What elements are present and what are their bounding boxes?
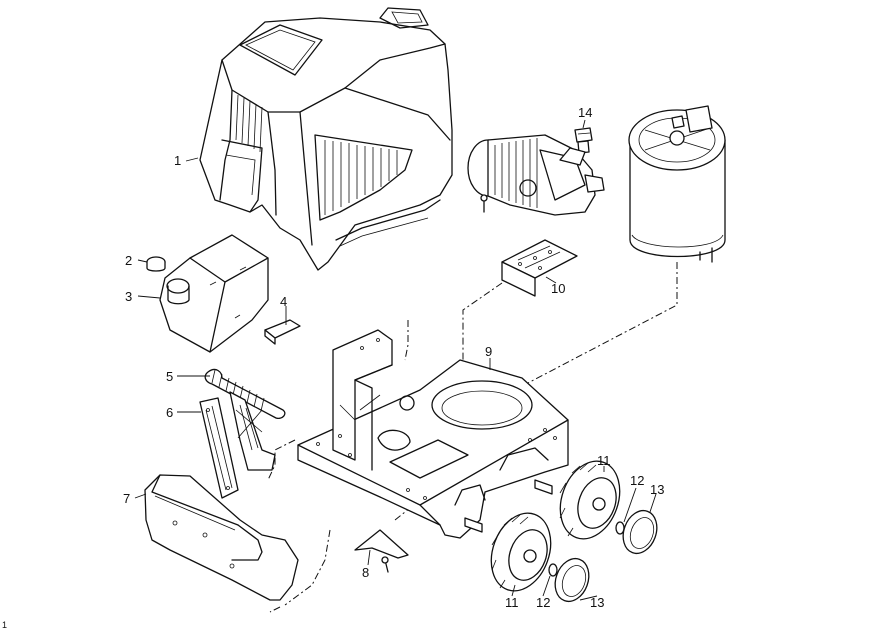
callout-6: 6 bbox=[166, 405, 173, 420]
part-12-washer-rear bbox=[615, 521, 625, 535]
callout-9: 9 bbox=[485, 344, 492, 359]
part-14-valve-fitting bbox=[574, 127, 593, 154]
part-5-handle bbox=[204, 368, 286, 471]
part-9-base-frame bbox=[297, 329, 569, 539]
callout-11-rear-wheel: 11 bbox=[597, 453, 611, 468]
part-10-bracket bbox=[501, 239, 578, 297]
part-11-wheel-front bbox=[490, 512, 552, 592]
part-2-cap bbox=[146, 256, 166, 272]
callout-2: 2 bbox=[125, 253, 132, 268]
callout-11-front-wheel: 11 bbox=[505, 595, 519, 610]
part-11-wheel-rear bbox=[559, 460, 621, 540]
callout-8: 8 bbox=[362, 565, 369, 580]
callout-7: 7 bbox=[123, 491, 130, 506]
callout-14: 14 bbox=[578, 105, 592, 120]
part-7-bottom-tray bbox=[144, 474, 299, 601]
part-4-small-bracket bbox=[264, 319, 301, 345]
part-12-washer-front bbox=[548, 563, 558, 577]
part-pump-motor bbox=[467, 134, 605, 216]
corner-mark: 1 bbox=[2, 620, 7, 630]
callout-13-rear-hubcap: 13 bbox=[650, 482, 664, 497]
callout-1: 1 bbox=[174, 153, 181, 168]
callout-12-front-washer: 12 bbox=[536, 595, 550, 610]
part-13-hubcap-front bbox=[554, 557, 590, 603]
callout-labels: 1 2 3 4 5 6 7 8 9 10 11 11 12 12 13 13 1… bbox=[2, 105, 664, 630]
part-tank-cylinder bbox=[628, 105, 726, 263]
callout-12-rear-washer: 12 bbox=[630, 473, 644, 488]
part-3-tank-container bbox=[159, 234, 269, 353]
callout-3: 3 bbox=[125, 289, 132, 304]
part-13-hubcap-rear bbox=[622, 509, 658, 555]
part-1-upper-cover bbox=[199, 7, 453, 271]
callout-4: 4 bbox=[280, 294, 287, 309]
part-6-side-panel bbox=[199, 397, 239, 499]
callout-13-front-hubcap: 13 bbox=[590, 595, 604, 610]
callout-5: 5 bbox=[166, 369, 173, 384]
callout-10: 10 bbox=[551, 281, 565, 296]
part-8-wedge-and-screw bbox=[354, 529, 409, 573]
callout-leader-lines bbox=[134, 119, 657, 601]
